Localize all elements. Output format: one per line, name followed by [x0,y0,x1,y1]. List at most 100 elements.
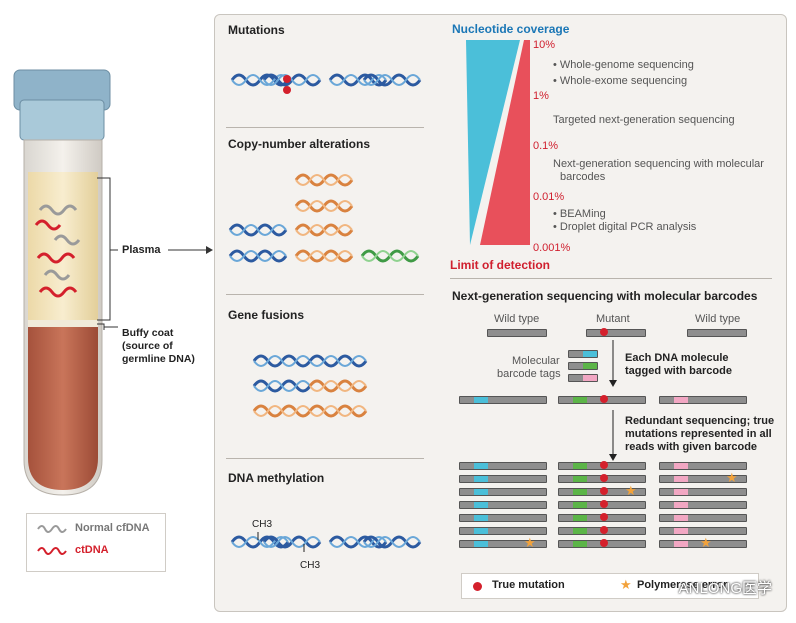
sequencing-read: ★ [659,470,747,485]
barcode-segment [674,541,688,547]
true-mutation-icon [600,500,608,508]
barcode-segment [474,528,488,534]
polymerase-error-icon: ★ [620,577,632,592]
tags-label-2: barcode tags [497,368,561,380]
barcode-segment [674,463,688,469]
divider [226,458,424,459]
legend-true-mutation: True mutation [492,579,565,591]
method-wgs: • Whole-genome sequencing [553,59,694,71]
mutant-label: Mutant [596,313,630,325]
wild-type-right-label: Wild type [695,313,741,325]
lod-title: Limit of detection [450,258,550,272]
buffy-coat-label-2: (source of [122,340,173,352]
sequencing-read [558,539,646,548]
polymerase-error-icon: ★ [625,483,637,498]
barcode-segment [674,489,688,495]
divider [226,127,424,128]
polymerase-error-icon: ★ [524,535,536,550]
barcode-segment [674,515,688,521]
barcode-segment [573,463,587,469]
step2-label-2: mutations represented in all [625,428,772,440]
true-mutation-icon [600,474,608,482]
barcode-segment [573,515,587,521]
tagged-molecule [659,396,747,404]
sequencing-read [659,462,747,470]
sequencing-read [558,474,646,483]
barcode-segment [474,476,488,482]
watermark: ANLONG医学 [678,580,772,597]
sequencing-read [558,500,646,509]
cna-title: Copy-number alterations [228,137,371,151]
true-mutation-icon [600,461,608,469]
buffy-coat-label-3: germline DNA) [122,353,195,365]
method-wes: • Whole-exome sequencing [553,75,688,87]
pct-0-01: 0.01% [533,191,565,203]
divider [450,278,772,279]
barcode-segment [474,463,488,469]
sequencing-read [659,501,747,509]
sequencing-read [459,501,547,509]
true-mutation-icon [600,328,608,336]
pct-0-001: 0.001% [533,242,571,254]
barcode-segment [573,489,587,495]
wild-type-molecule [487,329,547,337]
step1-label-2: tagged with barcode [625,365,732,377]
down-arrow-icon [609,340,617,387]
barcode-segment [474,489,488,495]
sequencing-read [558,461,646,470]
wild-type-molecule [687,329,747,337]
barcode-segment [674,502,688,508]
buffy-coat-label: Buffy coat [122,327,174,339]
wild-type-left-label: Wild type [494,313,540,325]
true-mutation-icon [600,526,608,534]
legend-normal-cfdna: Normal cfDNA [75,522,150,534]
barcode-segment [674,528,688,534]
sequencing-read: ★ [659,535,747,550]
polymerase-error-icon: ★ [700,535,712,550]
sequencing-read [459,488,547,496]
tags-label: Molecular [512,355,560,367]
method-ddpcr: • Droplet digital PCR analysis [553,221,697,233]
step1-label: Each DNA molecule [625,352,729,364]
step2-label-3: reads with given barcode [625,441,758,453]
true-mutation-icon [600,487,608,495]
legend-polymerase-error: Polymerase error [637,579,728,591]
barcode-tag [568,350,598,358]
coverage-lod-wedges [466,40,530,245]
legend-ctdna: ctDNA [75,544,109,556]
barcode-legend: True mutation ★ Polymerase error [461,573,759,599]
step2-label: Redundant sequencing; true [625,415,775,427]
barcode-segment [573,476,587,482]
pct-0-1: 0.1% [533,140,559,152]
sequencing-read [558,526,646,535]
tagged-molecule [459,396,547,404]
tagged-molecule [558,395,646,404]
barcode-segment [474,502,488,508]
mutant-molecule [586,328,646,337]
method-beaming: • BEAMing [553,208,606,220]
sequencing-read: ★ [558,483,646,498]
barcode-tag [568,374,598,382]
plasma-label: Plasma [122,244,161,256]
coverage-title: Nucleotide coverage [452,22,570,36]
normal-cfdna-swatch [37,525,67,533]
true-mutation-icon [600,513,608,521]
barcode-segment [474,515,488,521]
barcode-segment [573,541,587,547]
method-ngs-barcodes: Next-generation sequencing with molecula… [553,158,764,170]
pct-1: 1% [533,90,549,102]
true-mutation-icon [600,395,608,403]
fusions-title: Gene fusions [228,308,305,322]
polymerase-error-icon: ★ [726,470,738,485]
down-arrow-icon [609,410,617,461]
dna-helices [228,73,422,552]
barcode-tag [568,362,598,370]
pct-10: 10% [533,39,556,51]
sequencing-read [459,527,547,535]
blood-tube-illustration [13,69,213,496]
sequencing-read [459,514,547,522]
barcodes-title: Next-generation sequencing with molecula… [452,289,758,303]
true-mutation-icon [473,582,482,591]
barcode-segment [474,541,488,547]
methylation-title: DNA methylation [228,471,325,485]
